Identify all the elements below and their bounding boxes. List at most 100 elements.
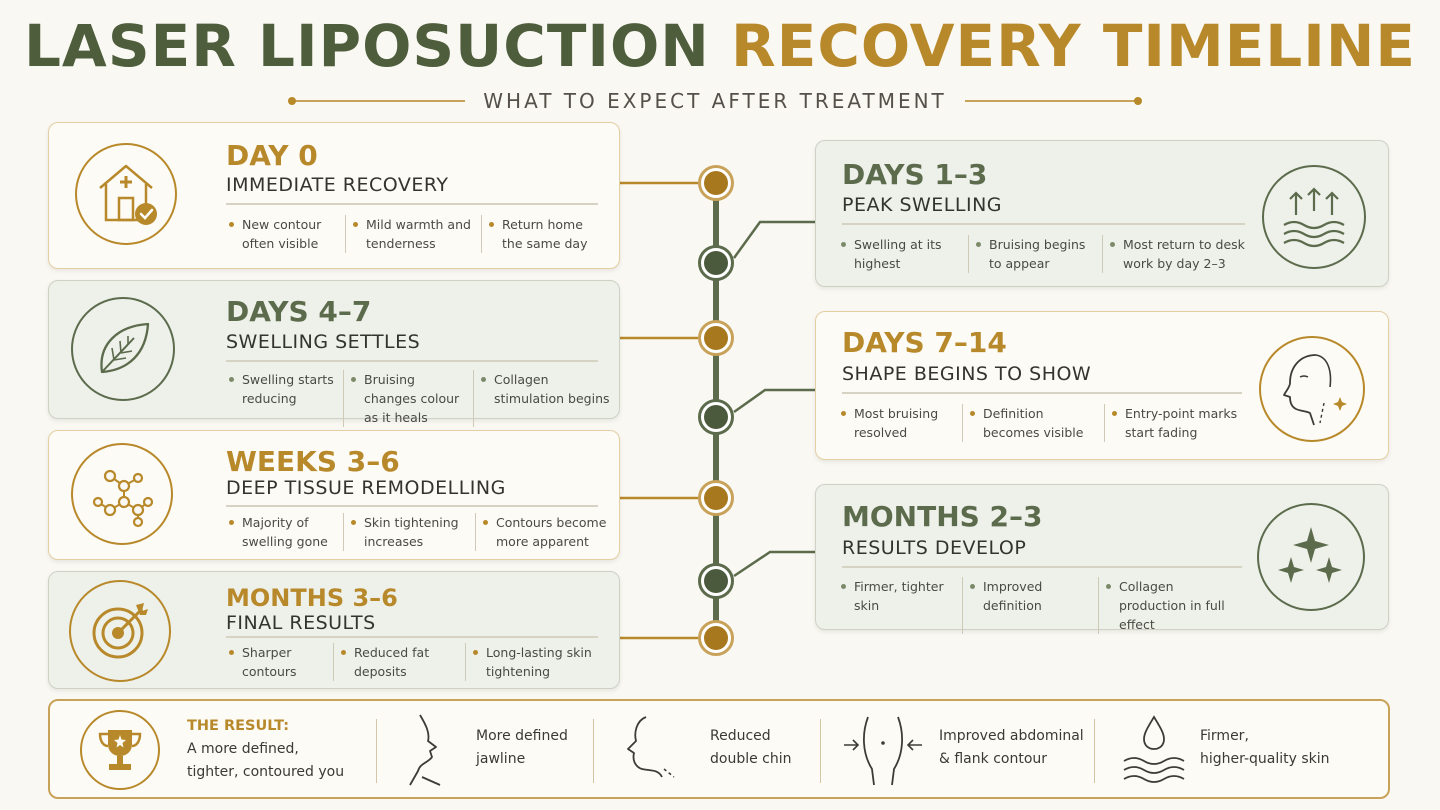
stage-divider (842, 223, 1245, 225)
title-part-1: LASER LIPOSUCTION (23, 12, 710, 80)
stage-bullet: Swelling starts reducing (226, 370, 343, 427)
result-bar: THE RESULT: A more defined, tighter, con… (48, 699, 1390, 799)
stage-bullet: Bruising begins to appear (968, 235, 1102, 273)
stage-bullet: Mild warmth and tenderness (345, 215, 481, 253)
stage-bullets: Sharper contours Reduced fat deposits Lo… (226, 643, 605, 681)
result-item-line: double chin (710, 751, 792, 767)
result-divider (1094, 719, 1095, 783)
stage-bullet: Improved definition (962, 577, 1098, 634)
stage-divider (842, 392, 1242, 394)
stage-bullet: Firmer, tighter skin (838, 577, 962, 634)
stage-bullet: Bruising changes colour as it heals (343, 370, 473, 427)
stage-card-weeks3-6: WEEKS 3–6 DEEP TISSUE REMODELLING Majori… (48, 430, 620, 560)
stage-bullets: Swelling starts reducing Bruising change… (226, 370, 621, 427)
face-profile-icon (1259, 336, 1365, 442)
stage-card-day0: DAY 0 IMMEDIATE RECOVERY New contour oft… (48, 122, 620, 269)
stage-bullets: Most bruising resolved Definition become… (838, 404, 1244, 442)
stage-bullet: Collagen production in full effect (1098, 577, 1248, 634)
stage-subtitle: SWELLING SETTLES (226, 331, 421, 353)
result-item-line: & flank contour (939, 751, 1048, 767)
stage-bullets: Firmer, tighter skin Improved definition… (838, 577, 1248, 634)
stage-card-days7-14: DAYS 7–14 SHAPE BEGINS TO SHOW Most brui… (815, 311, 1389, 460)
subtitle-divider-right (964, 97, 1143, 105)
stage-subtitle: FINAL RESULTS (226, 612, 376, 634)
leaf-icon (71, 297, 175, 401)
result-line-1: A more defined, (187, 741, 299, 757)
connector-months2-3 (733, 550, 815, 578)
timeline-node-day0 (698, 165, 734, 201)
result-label: THE RESULT: (187, 718, 290, 734)
connector-days7-14 (733, 388, 815, 414)
molecule-icon (71, 443, 173, 545)
result-item-jawline: More defined jawline (476, 725, 568, 771)
stage-bullet: Skin tightening increases (343, 513, 475, 551)
double-chin-icon (618, 711, 682, 791)
stage-bullet: Return home the same day (481, 215, 609, 253)
stage-divider (842, 566, 1242, 568)
result-item-abdomen: Improved abdominal & flank contour (939, 725, 1084, 771)
stage-bullet: Collagen stimulation begins (473, 370, 621, 427)
stage-bullet: Entry-point marks start fading (1104, 404, 1244, 442)
stage-bullet: Definition becomes visible (962, 404, 1104, 442)
stage-bullet: Long-lasting skin tightening (465, 643, 605, 681)
stage-title: DAYS 4–7 (226, 295, 372, 328)
stage-bullets: Swelling at its highest Bruising begins … (838, 235, 1252, 273)
connector-days1-3 (732, 220, 815, 259)
timeline-node-days4-7 (698, 320, 734, 356)
stage-bullet: Most return to desk work by day 2–3 (1102, 235, 1252, 273)
sparkle-icon (1257, 503, 1365, 611)
subtitle-row: WHAT TO EXPECT AFTER TREATMENT (287, 88, 1143, 114)
stage-divider (226, 636, 598, 638)
page-title: LASER LIPOSUCTION RECOVERY TIMELINE (0, 12, 1440, 80)
stage-bullet: Most bruising resolved (838, 404, 962, 442)
stage-divider (226, 203, 598, 205)
result-item-line: More defined (476, 728, 568, 744)
timeline-node-weeks3-6 (698, 480, 734, 516)
stage-title: DAYS 7–14 (842, 326, 1007, 359)
stage-card-months2-3: MONTHS 2–3 RESULTS DEVELOP Firmer, tight… (815, 484, 1389, 634)
jawline-icon (400, 711, 456, 791)
stage-title: DAYS 1–3 (842, 158, 988, 191)
clinic-check-icon (75, 143, 177, 245)
target-icon (69, 580, 171, 682)
subtitle-divider-left (287, 97, 466, 105)
result-divider (820, 719, 821, 783)
skin-drop-icon (1118, 713, 1190, 789)
timeline-node-months2-3 (698, 563, 734, 599)
stage-title: WEEKS 3–6 (226, 445, 400, 478)
stage-subtitle: DEEP TISSUE REMODELLING (226, 477, 506, 499)
stage-subtitle: RESULTS DEVELOP (842, 537, 1027, 559)
result-divider (593, 719, 594, 783)
page-subtitle: WHAT TO EXPECT AFTER TREATMENT (483, 89, 947, 113)
stage-subtitle: PEAK SWELLING (842, 194, 1003, 216)
stage-title: MONTHS 2–3 (842, 500, 1043, 533)
stage-subtitle: IMMEDIATE RECOVERY (226, 174, 449, 196)
stage-subtitle: SHAPE BEGINS TO SHOW (842, 363, 1092, 385)
stage-bullet: Sharper contours (226, 643, 333, 681)
swelling-waves-icon (1262, 165, 1366, 269)
result-summary: THE RESULT: A more defined, tighter, con… (187, 715, 344, 784)
result-line-2: tighter, contoured you (187, 764, 345, 780)
result-item-double-chin: Reduced double chin (710, 725, 792, 771)
stage-title: DAY 0 (226, 139, 318, 172)
timeline-node-days7-14 (698, 399, 734, 435)
stage-bullet: Reduced fat deposits (333, 643, 465, 681)
stage-card-days4-7: DAYS 4–7 SWELLING SETTLES Swelling start… (48, 280, 620, 427)
stage-divider (226, 505, 598, 507)
abdomen-icon (838, 713, 928, 789)
stage-card-days1-3: DAYS 1–3 PEAK SWELLING Swelling at its h… (815, 140, 1389, 287)
stage-card-months3-6: MONTHS 3–6 FINAL RESULTS Sharper contour… (48, 571, 620, 689)
result-item-line: Reduced (710, 728, 771, 744)
stage-title: MONTHS 3–6 (226, 584, 398, 612)
stage-bullets: New contour often visible Mild warmth an… (226, 215, 609, 253)
stage-divider (226, 360, 598, 362)
stage-bullet: New contour often visible (226, 215, 345, 253)
stage-bullet: Contours become more apparent (475, 513, 625, 551)
stage-bullets: Majority of swelling gone Skin tightenin… (226, 513, 625, 551)
result-item-line: jawline (476, 751, 526, 767)
result-item-line: Improved abdominal (939, 728, 1084, 744)
timeline-node-days1-3 (698, 245, 734, 281)
result-item-skin: Firmer, higher-quality skin (1200, 725, 1330, 771)
result-divider (376, 719, 377, 783)
title-part-2: RECOVERY TIMELINE (731, 12, 1417, 80)
